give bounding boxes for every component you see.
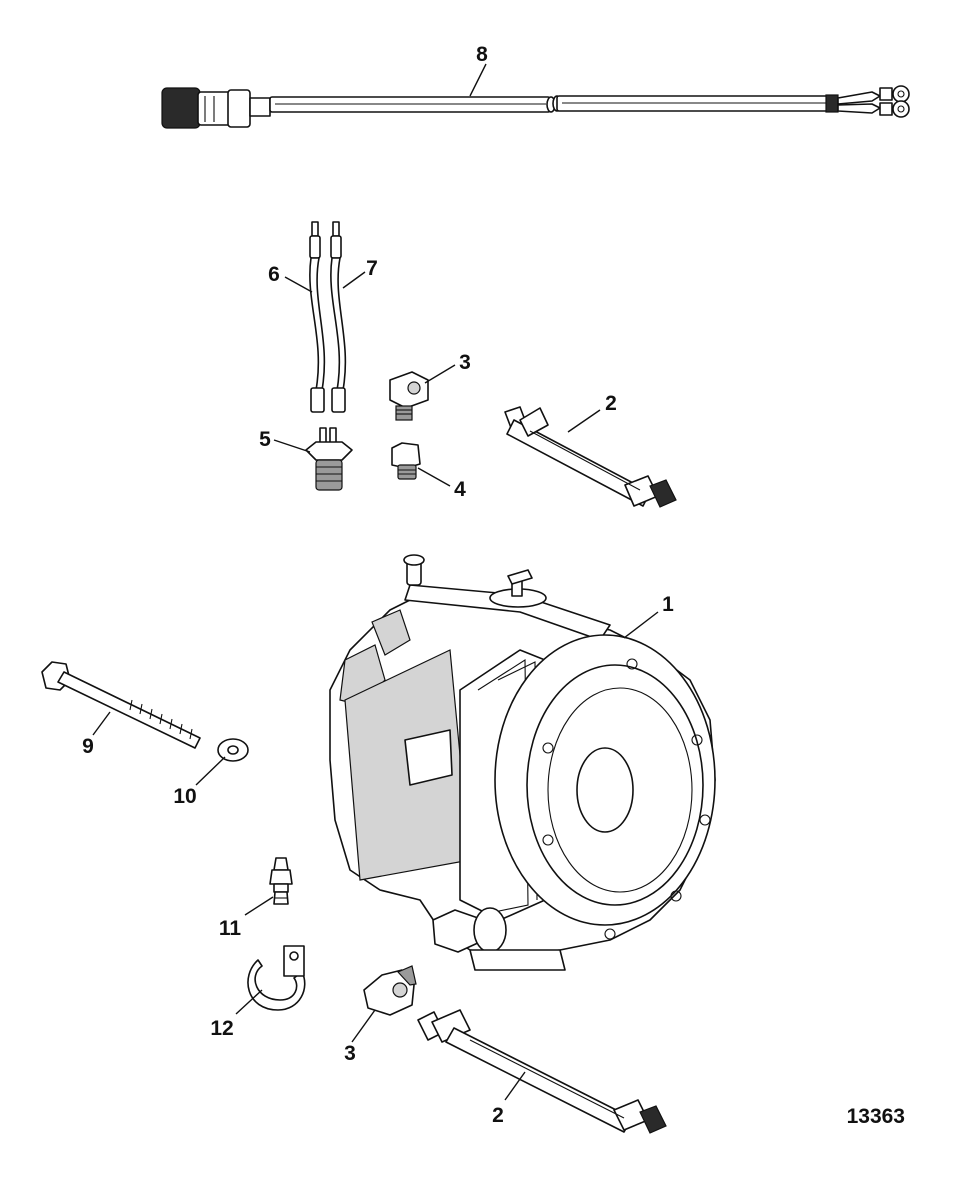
elbow-fitting-part-lower	[363, 965, 417, 1016]
leader-3a	[424, 364, 456, 384]
callout-6: 6	[268, 263, 280, 286]
callout-12: 12	[210, 1017, 233, 1040]
hose-fitting-part	[269, 857, 293, 905]
callout-1: 1	[662, 593, 674, 616]
jumper-wires-part	[309, 221, 347, 413]
leader-1	[623, 611, 659, 639]
callout-11: 11	[219, 917, 242, 940]
callout-7: 7	[366, 257, 378, 280]
wiring-harness-part	[161, 85, 910, 129]
callout-5: 5	[259, 428, 271, 451]
temperature-switch-part	[305, 427, 353, 491]
cooler-tube-part-lower	[417, 1009, 667, 1134]
leader-12	[235, 989, 263, 1015]
leader-10	[195, 756, 226, 786]
callout-4: 4	[454, 478, 466, 501]
leader-2a	[567, 409, 601, 433]
cooler-tube-part-upper	[504, 406, 677, 508]
callout-2-lower: 2	[492, 1104, 504, 1127]
callout-3-lower: 3	[344, 1042, 356, 1065]
callout-9: 9	[82, 735, 94, 758]
adapter-fitting-part	[391, 442, 421, 480]
callout-3-upper: 3	[459, 351, 471, 374]
callout-10: 10	[173, 785, 196, 808]
bolt-part	[41, 661, 201, 749]
leader-11	[244, 896, 274, 916]
leader-7	[342, 271, 366, 289]
leader-8	[469, 63, 487, 97]
callout-8: 8	[476, 43, 488, 66]
leader-6	[284, 276, 313, 293]
figure-number: 13363	[847, 1105, 905, 1128]
transmission-housing-part	[329, 554, 716, 971]
washer-part	[217, 738, 249, 762]
clamp-part	[247, 945, 306, 1011]
leader-lines	[92, 63, 659, 1101]
elbow-fitting-part-upper	[389, 371, 429, 421]
leader-2b	[504, 1071, 526, 1101]
callout-2-upper: 2	[605, 392, 617, 415]
leader-4	[417, 467, 451, 487]
callout-labels: 8 6 7 3 2 5 4 1 9 10 11 12 3 2 13363	[82, 43, 905, 1128]
leader-9	[92, 711, 111, 736]
leader-5	[273, 439, 311, 453]
leader-3b	[351, 1009, 376, 1043]
